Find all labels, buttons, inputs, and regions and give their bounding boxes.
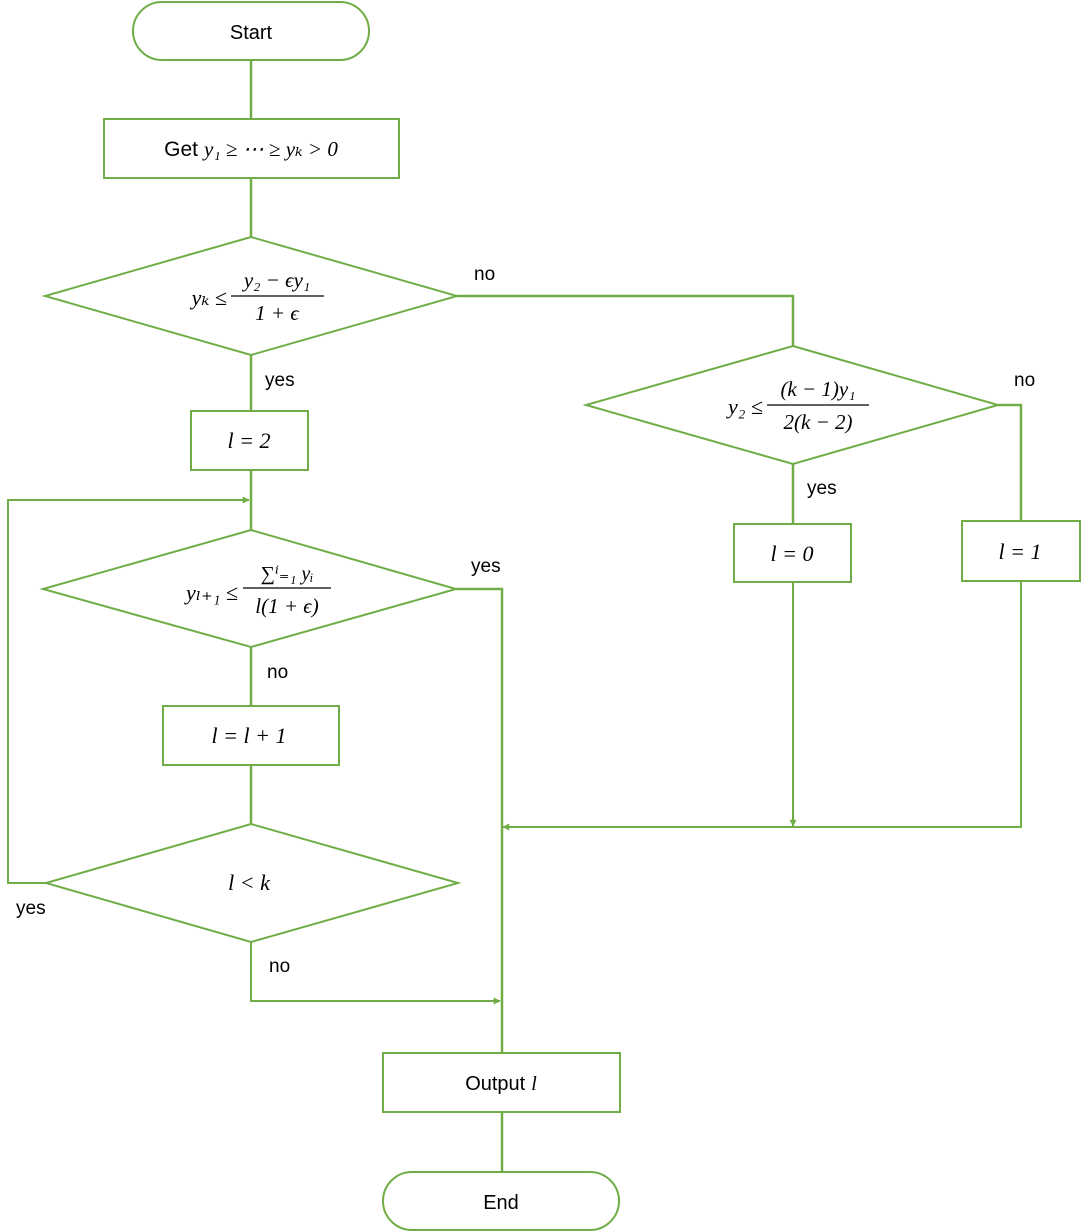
start-label: Start [230, 22, 273, 44]
edge-cond2-no [998, 403, 1023, 521]
edge-cond4-no [250, 942, 501, 1005]
cond3-denominator: l(1 + ϵ) [255, 594, 318, 618]
assign-l1-label: l = 1 [999, 539, 1042, 564]
end-label: End [483, 1192, 519, 1214]
cond4-label: l < k [228, 870, 271, 895]
end-terminal [382, 1171, 620, 1231]
cond1-numerator: y₂ − ϵy₁ [242, 268, 310, 292]
assign-l0-label: l = 0 [771, 541, 814, 566]
assign-l2-box [190, 410, 309, 471]
start-terminal [132, 1, 370, 61]
edge-label-cond2-no: no [1014, 370, 1035, 391]
connectors [7, 60, 1023, 1172]
assign-l2-label: l = 2 [228, 428, 271, 453]
edge-l1-merge [502, 581, 1022, 831]
edge-cond1-no [457, 294, 795, 346]
edge-label-cond3-no: no [267, 662, 288, 683]
assign-l0-box [733, 523, 852, 583]
get-input-box [103, 118, 400, 179]
output-var: l [531, 1073, 537, 1095]
edge-label-cond4-yes: yes [16, 898, 46, 919]
cond1-denominator: 1 + ϵ [255, 301, 300, 325]
cond2-denominator: 2(k − 2) [784, 410, 853, 434]
increment-label: l = l + 1 [212, 723, 287, 748]
output-prefix: Output [465, 1073, 525, 1095]
get-expr: y₁ ≥ ⋯ ≥ yₖ > 0 [202, 137, 338, 161]
cond3-lhs: yₗ₊₁ ≤ [184, 580, 238, 605]
output-box [382, 1052, 621, 1113]
decision-l-lt-k [42, 822, 462, 944]
edge-label-cond3-yes: yes [471, 556, 501, 577]
cond1-lhs: yₖ ≤ [190, 285, 227, 310]
increment-box [162, 705, 340, 766]
edge-cond4-yes-loop [7, 496, 250, 884]
edge-cond3-yes [456, 587, 504, 1053]
cond2-lhs: y₂ ≤ [726, 394, 763, 419]
cond2-numerator: (k − 1)y₁ [780, 377, 855, 401]
edge-label-cond1-no: no [474, 264, 495, 285]
edge-label-cond4-no: no [269, 956, 290, 977]
edge-label-cond1-yes: yes [265, 370, 295, 391]
get-prefix: Get [164, 138, 198, 161]
cond3-numerator: ∑ⁱ₌₁ yᵢ [261, 563, 314, 585]
edge-label-cond2-yes: yes [807, 478, 837, 499]
assign-l1-box [961, 520, 1081, 582]
